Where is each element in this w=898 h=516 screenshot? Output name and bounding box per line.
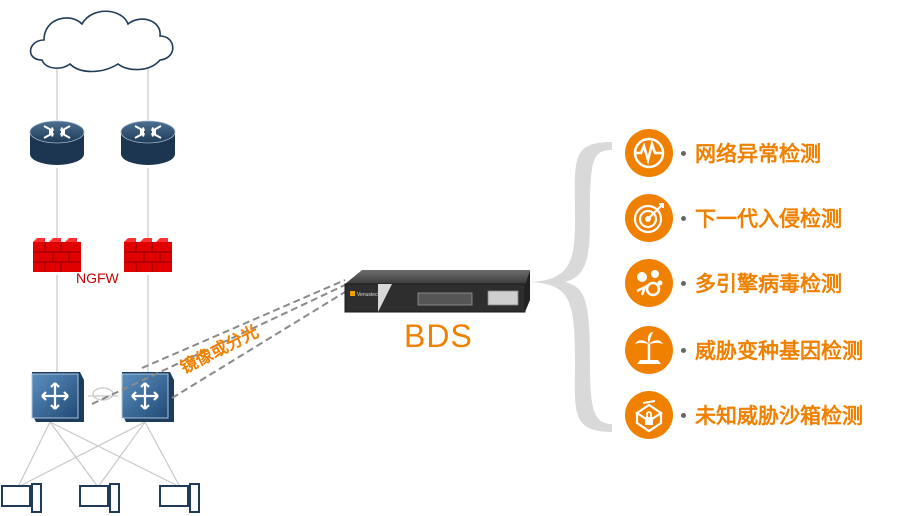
firewall-icon <box>33 238 81 272</box>
switch-icon <box>121 372 174 422</box>
mirror-links <box>91 279 346 405</box>
feature-item: 多引擎病毒检测 <box>625 258 842 308</box>
virus-engine-icon <box>625 259 673 307</box>
computer-icon <box>1 483 42 513</box>
sandbox-icon <box>625 391 673 439</box>
feature-label: 多引擎病毒检测 <box>695 272 842 296</box>
cloud-icon <box>29 10 174 73</box>
bullet-dot <box>681 150 686 156</box>
device-brand-text: Venustech <box>357 292 381 298</box>
router-icon <box>29 120 85 165</box>
palm-tree-icon <box>625 326 673 374</box>
target-icon <box>625 194 673 242</box>
computer-icon <box>79 483 120 513</box>
network-anomaly-icon <box>625 129 673 177</box>
feature-label: 网络异常检测 <box>695 142 821 166</box>
feature-label: 下一代入侵检测 <box>695 207 842 231</box>
switch-icon <box>31 372 84 422</box>
firewall-label: NGFW <box>76 270 119 286</box>
feature-item: 网络异常检测 <box>625 128 821 178</box>
computer-icon <box>159 483 200 513</box>
feature-item: 威胁变种基因检测 <box>625 325 863 375</box>
feature-item: 未知威胁沙箱检测 <box>625 390 863 440</box>
bullet-dot <box>681 280 686 286</box>
feature-brace <box>530 142 612 432</box>
bds-appliance-icon: Venustech <box>344 270 530 313</box>
feature-label: 未知威胁沙箱检测 <box>695 404 863 428</box>
feature-label: 威胁变种基因检测 <box>695 339 863 363</box>
router-icon <box>120 120 176 165</box>
firewall-icon <box>124 238 172 272</box>
bullet-dot <box>681 347 686 353</box>
bullet-dot <box>681 412 686 418</box>
bullet-dot <box>681 215 686 221</box>
feature-item: 下一代入侵检测 <box>625 193 842 243</box>
bds-label: BDS <box>404 318 473 354</box>
network-links <box>17 65 181 488</box>
